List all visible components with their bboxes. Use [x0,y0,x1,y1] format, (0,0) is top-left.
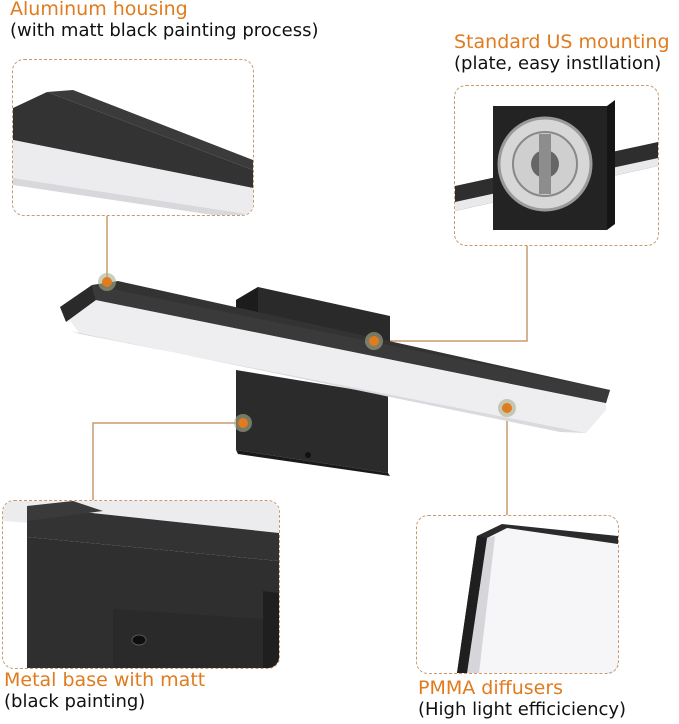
callout-mounting-subtitle: (plate, easy instllation) [454,52,662,74]
callout-mounting-title: Standard US mounting [454,31,670,53]
callout-base: Metal base with matt (black painting) [4,669,206,712]
leader-line-base [92,422,243,500]
metal-base [236,370,388,473]
callout-base-title: Metal base with matt [4,669,206,691]
callout-markers [98,273,516,432]
callout-housing: Aluminum housing (with matt black painti… [10,0,319,41]
callout-diffuser-subtitle: (High light efficiciency) [418,698,627,720]
leader-line-mounting [374,244,528,342]
diffuser-bar [60,296,606,433]
detail-panel-diffuser [416,515,619,674]
callout-base-subtitle: (black painting) [4,690,146,712]
leader-lines [92,214,528,515]
detail-panel-housing [12,59,254,216]
detail-panel-base [2,500,280,669]
fixture-main [60,273,610,476]
callout-diffuser-title: PMMA diffusers [418,677,564,699]
callout-housing-title: Aluminum housing [10,0,188,20]
detail-panel-mounting [454,85,659,246]
callout-diffuser: PMMA diffusers (High light efficiciency) [418,677,627,720]
callout-housing-subtitle: (with matt black painting process) [10,19,319,41]
callout-mounting: Standard US mounting (plate, easy instll… [454,31,670,74]
